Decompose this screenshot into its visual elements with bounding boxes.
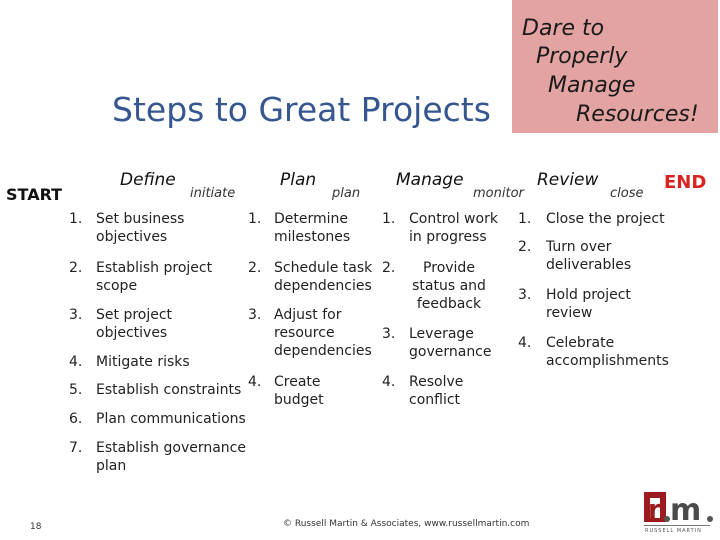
end-label: END — [664, 172, 707, 193]
svg-text:r: r — [648, 495, 661, 525]
callout-line-4: Resources! — [576, 102, 699, 127]
russell-martin-logo: r m RUSSELL MARTIN — [640, 488, 714, 534]
start-label: START — [6, 185, 63, 204]
footer-copyright: © Russell Martin & Associates, www.russe… — [283, 519, 530, 529]
phase-review: Review — [537, 170, 599, 190]
logo-graphic: r m RUSSELL MARTIN — [644, 492, 713, 534]
phase-plan: Plan — [280, 170, 317, 190]
page-number: 18 — [30, 522, 42, 532]
phase-link-close: close — [610, 186, 644, 201]
phase-link-plan: plan — [332, 186, 361, 201]
phase-link-initiate: initiate — [190, 186, 236, 201]
callout-line-1: Dare to — [522, 16, 605, 41]
slide-title: Steps to Great Projects — [112, 90, 491, 129]
svg-text:RUSSELL MARTIN: RUSSELL MARTIN — [645, 528, 702, 534]
callout-line-3: Manage — [548, 73, 636, 98]
phase-link-monitor: monitor — [473, 186, 524, 201]
phase-manage: Manage — [396, 170, 464, 190]
phase-define: Define — [120, 170, 176, 190]
svg-text:m: m — [670, 493, 701, 528]
callout-box: Dare to Properly Manage Resources! — [512, 0, 718, 133]
callout-line-2: Properly — [536, 44, 628, 69]
